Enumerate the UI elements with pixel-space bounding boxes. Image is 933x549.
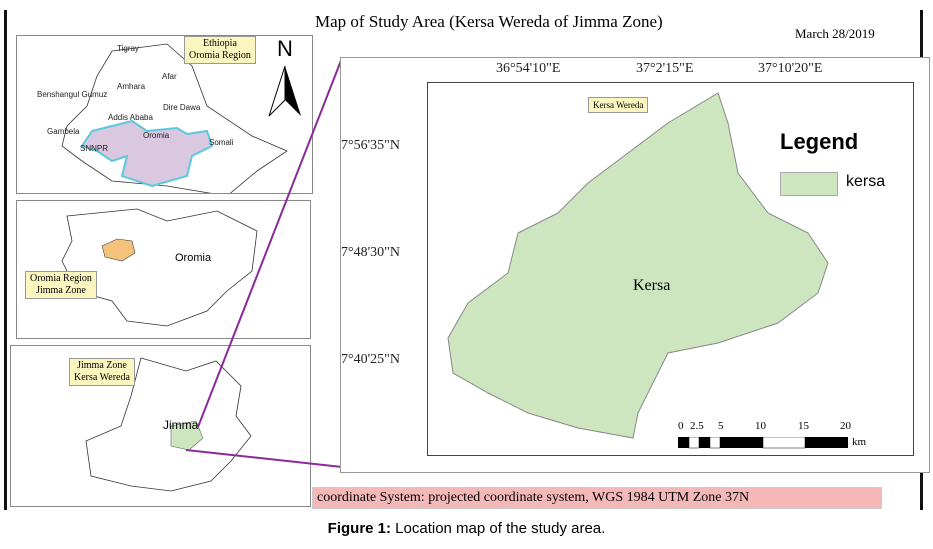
figure-caption: Figure 1: Location map of the study area…: [0, 520, 933, 537]
lat-tick: 7°40'25"N: [341, 352, 400, 367]
legend-title: Legend: [780, 129, 859, 154]
inset-ethiopia: Tigray Afar Amhara Benshangul Gumuz Dire…: [16, 35, 313, 197]
jimma-zone: [101, 238, 136, 262]
region-dire-dawa: Dire Dawa: [163, 103, 201, 112]
jimma-label: Jimma: [163, 418, 199, 432]
north-arrow-icon: [268, 65, 301, 117]
scale-tick: 5: [718, 420, 724, 432]
north-label: N: [277, 36, 293, 61]
kersa-wereda-label: Kersa Wereda: [588, 97, 649, 113]
kersa-map: [447, 92, 829, 439]
oromia-region: [80, 119, 214, 188]
lon-tick: 37°10'20"E: [758, 61, 823, 76]
region-addis-ababa: Addis Ababa: [108, 113, 153, 122]
scale-unit: km: [852, 436, 867, 448]
label-line: Ethiopia: [203, 38, 237, 49]
legend-item-kersa: kersa: [846, 173, 886, 190]
label-line: Oromia Region: [189, 50, 251, 61]
region-amhara: Amhara: [117, 82, 146, 91]
main-map-inner: Kersa Wereda Kersa Legend kersa 0 2.5 5 …: [427, 82, 914, 456]
region-afar: Afar: [162, 72, 177, 81]
kersa-polygon: [447, 92, 829, 439]
pointer-line-bottom: [185, 449, 343, 468]
map-date: March 28/2019: [795, 26, 875, 41]
region-somali: Somali: [209, 138, 234, 147]
scale-tick: 20: [840, 420, 851, 432]
label-line: Kersa Wereda: [74, 372, 130, 383]
legend-swatch: [780, 172, 838, 196]
main-map-frame: Kersa Wereda Kersa Legend kersa 0 2.5 5 …: [340, 57, 930, 473]
caption-text: Location map of the study area.: [391, 520, 606, 537]
kersa-wereda-small: [170, 420, 204, 451]
left-border: [4, 10, 7, 510]
scale-tick: 0: [678, 420, 684, 432]
scale-bar-segments: [678, 437, 848, 449]
label-line: Jimma Zone: [36, 285, 86, 296]
region-gambela: Gambela: [47, 127, 80, 136]
kersa-area-label: Kersa: [633, 277, 671, 294]
lon-tick: 37°2'15"E: [636, 61, 694, 76]
region-tigray: Tigray: [117, 44, 139, 53]
scale-tick: 15: [798, 420, 809, 432]
jimma-map: [85, 357, 252, 492]
label-line: Jimma Zone: [77, 360, 127, 371]
label-line: Oromia Region: [30, 273, 92, 284]
scale-bar: 0 2.5 5 10 15 20 km: [678, 420, 878, 450]
region-oromia: Oromia: [143, 131, 170, 140]
region-benshangul: Benshangul Gumuz: [37, 90, 108, 99]
map-title: Map of Study Area (Kersa Wereda of Jimma…: [315, 12, 663, 31]
lat-tick: 7°56'35"N: [341, 138, 400, 153]
lon-tick: 36°54'10"E: [496, 61, 561, 76]
ethiopia-map: [61, 43, 288, 197]
scale-tick: 10: [755, 420, 766, 432]
region-snnpr: SNNPR: [80, 144, 109, 153]
oromia-label: Oromia: [175, 252, 212, 264]
coordinate-system-note: coordinate System: projected coordinate …: [312, 487, 882, 509]
scale-tick: 2.5: [690, 420, 704, 432]
caption-label: Figure 1:: [327, 520, 392, 537]
pointer-line-top: [197, 57, 343, 428]
lat-tick: 7°48'30"N: [341, 245, 400, 260]
